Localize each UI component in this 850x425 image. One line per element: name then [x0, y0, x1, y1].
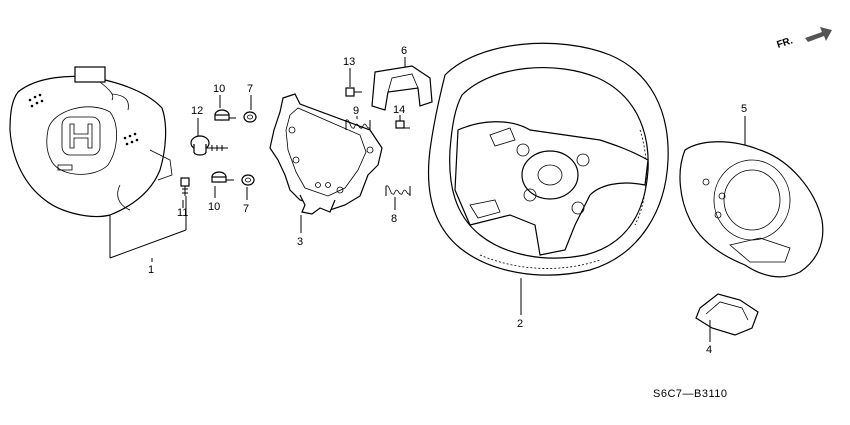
clip-part-6[interactable]: [371, 65, 433, 111]
callout-7-upper: 7: [247, 83, 253, 95]
callout-6: 6: [401, 45, 407, 57]
callout-2: 2: [517, 318, 523, 330]
callout-3: 3: [297, 236, 303, 248]
nut-part-10-upper[interactable]: [214, 109, 236, 121]
callout-labels: 1 2 3 4 5 6 7 7 8 9 10 10 11 12 13 14: [148, 45, 747, 356]
drawing-code: S6C7—B3110: [653, 388, 728, 400]
callout-10-upper: 10: [213, 83, 225, 95]
front-arrow-icon: [805, 27, 832, 42]
bolt-part-11[interactable]: [180, 177, 190, 196]
rear-cover-part-5[interactable]: [679, 141, 824, 278]
leader-lines: [109, 57, 746, 342]
callout-8: 8: [391, 213, 397, 225]
bolt-part-12[interactable]: [190, 135, 228, 156]
washer-part-7-upper[interactable]: [243, 111, 257, 123]
callout-10-lower: 10: [208, 201, 220, 213]
screw-part-13[interactable]: [345, 87, 362, 97]
callout-9: 9: [353, 105, 359, 117]
spring-part-9[interactable]: [345, 119, 371, 130]
small-cover-part-4[interactable]: [695, 293, 759, 336]
steering-wheel-part-2[interactable]: [427, 42, 669, 276]
callout-1: 1: [148, 264, 154, 276]
callout-7-lower: 7: [243, 203, 249, 215]
callout-5: 5: [741, 103, 747, 115]
airbag-module-part[interactable]: [9, 66, 173, 218]
washer-part-7-lower[interactable]: [241, 174, 255, 186]
front-direction-indicator: FR.: [776, 27, 832, 51]
spring-part-8[interactable]: [385, 185, 411, 196]
callout-4: 4: [706, 344, 712, 356]
bracket-part-3[interactable]: [269, 93, 383, 215]
screw-part-14[interactable]: [395, 120, 410, 129]
callout-11: 11: [177, 207, 188, 219]
nut-part-10-lower[interactable]: [211, 171, 234, 183]
front-label: FR.: [776, 35, 795, 51]
callout-14: 14: [393, 104, 405, 116]
callout-13: 13: [343, 56, 355, 68]
callout-12: 12: [191, 105, 203, 117]
